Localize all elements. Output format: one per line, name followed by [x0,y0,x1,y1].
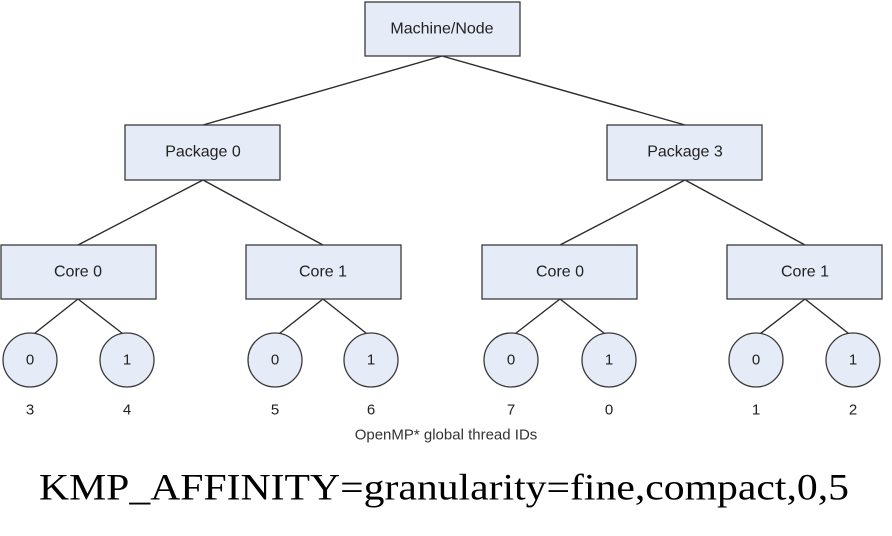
core-node-p0-c1-label: Core 1 [299,264,347,281]
edge-p0c1-thread-0 [274,298,324,338]
package-node-3: Package 3 [606,124,763,181]
edge-p0c1-thread-1 [322,298,372,338]
thread-node-p0-c1-t0-label: 0 [271,352,279,369]
thread-node-p3-c1-t0: 0 [728,332,784,388]
thread-node-p3-c0-t0: 0 [483,332,539,388]
edge-p3c1-thread-0 [755,298,806,338]
edge-package-3-core-0 [559,179,686,246]
root-node: Machine/Node [364,1,521,57]
global-thread-id-p0-c1-t0: 5 [271,402,279,419]
edge-p3c0-thread-0 [510,298,561,338]
root-node-label: Machine/Node [390,21,493,38]
thread-node-p3-c1-t1-label: 1 [849,352,857,369]
core-node-p0-c0: Core 0 [0,244,157,300]
edge-package-3-core-1 [684,179,806,246]
core-node-p3-c0-label: Core 0 [536,264,584,281]
edge-p3c1-thread-1 [804,298,854,338]
thread-node-p0-c0-t1: 1 [99,332,155,388]
edge-root-package-3 [441,55,686,126]
edge-package-0-core-0 [77,179,204,246]
thread-nodes: 0 1 0 1 0 1 0 1 [2,332,881,388]
thread-node-p3-c0-t1: 1 [581,332,637,388]
package-node-0: Package 0 [124,124,281,181]
thread-node-p0-c1-t0: 0 [247,332,303,388]
core-node-p0-c0-label: Core 0 [54,264,102,281]
global-thread-id-p3-c1-t0: 1 [752,402,760,419]
package-node-3-label: Package 3 [647,144,723,161]
edge-p0c0-thread-0 [29,298,79,338]
thread-node-p0-c0-t0-label: 0 [26,352,34,369]
thread-node-p3-c1-t1: 1 [825,332,881,388]
core-node-p0-c1: Core 1 [245,244,402,300]
global-thread-ids-caption: OpenMP* global thread IDs [355,427,538,444]
edges [29,55,854,338]
global-thread-id-p3-c1-t1: 2 [849,402,857,419]
global-thread-id-p3-c0-t0: 7 [507,402,515,419]
thread-node-p3-c0-t1-label: 1 [605,352,613,369]
global-thread-ids: 3 4 5 6 7 0 1 2 [26,402,857,419]
thread-node-p0-c1-t1: 1 [343,332,399,388]
package-node-0-label: Package 0 [165,144,241,161]
kmp-affinity-setting: KMP_AFFINITY=granularity=fine,compact,0,… [39,468,849,509]
edge-p0c0-thread-1 [77,298,128,338]
edge-package-0-core-1 [202,179,324,246]
thread-node-p0-c0-t0: 0 [2,332,58,388]
core-node-p3-c1-label: Core 1 [781,264,829,281]
thread-node-p0-c0-t1-label: 1 [123,352,131,369]
thread-node-p3-c0-t0-label: 0 [507,352,515,369]
thread-node-p3-c1-t0-label: 0 [752,352,760,369]
global-thread-id-p0-c0-t1: 4 [123,402,131,419]
global-thread-id-p3-c0-t1: 0 [605,402,613,419]
core-node-p3-c0: Core 0 [481,244,638,300]
global-thread-id-p0-c0-t0: 3 [26,402,34,419]
thread-node-p0-c1-t1-label: 1 [367,352,375,369]
global-thread-id-p0-c1-t1: 6 [367,402,375,419]
edge-p3c0-thread-1 [559,298,610,338]
edge-root-package-0 [202,55,443,126]
core-node-p3-c1: Core 1 [726,244,883,300]
